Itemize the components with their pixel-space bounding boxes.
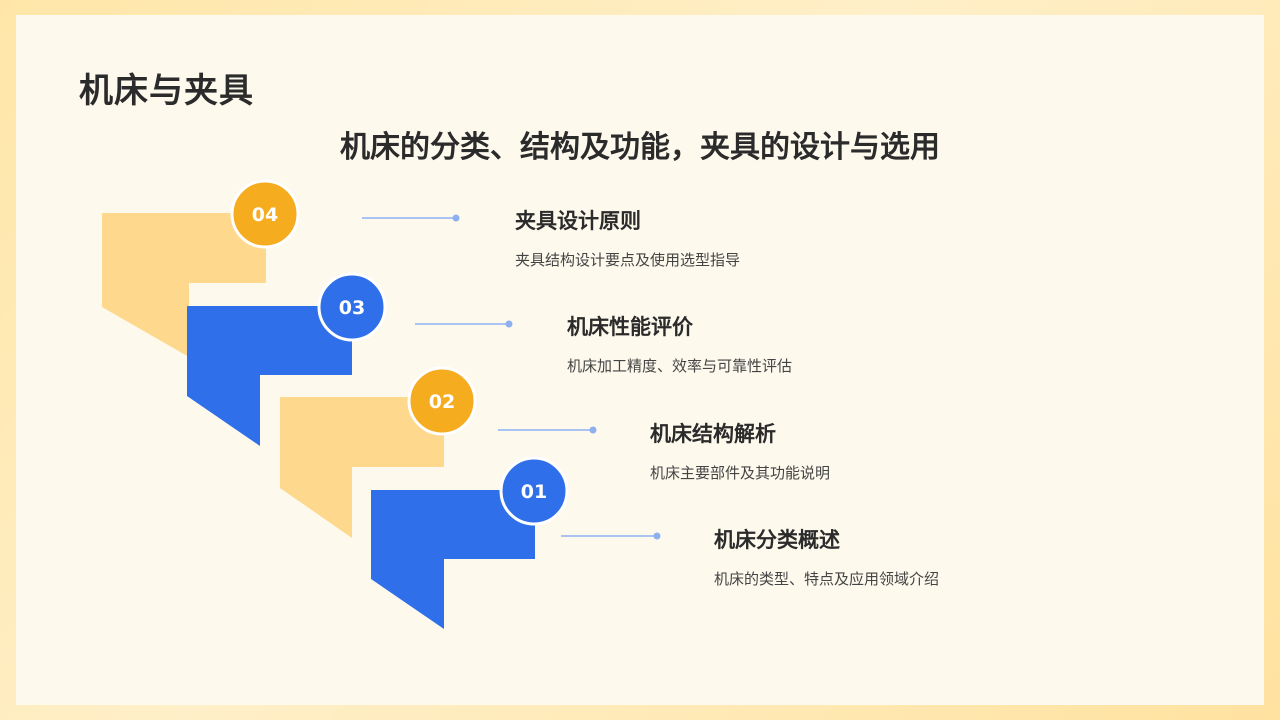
badge-number-01: 01: [521, 481, 547, 503]
badge-03: 03: [317, 272, 387, 342]
badge-number-02: 02: [429, 391, 455, 413]
step-title: 夹具设计原则: [515, 209, 641, 233]
badge-01: 01: [499, 456, 569, 526]
connector-dot-01: [653, 532, 661, 540]
step-description: 夹具结构设计要点及使用选型指导: [515, 251, 741, 269]
badge-number-03: 03: [339, 297, 365, 319]
step-flag-01: [371, 490, 535, 629]
step-flag-02: [280, 397, 444, 538]
badge-04: 04: [230, 179, 300, 249]
badge-02: 02: [407, 366, 477, 436]
step-description: 机床的类型、特点及应用领域介绍: [714, 570, 940, 588]
step-shape-04: [102, 213, 460, 357]
step-text-03: 机床性能评价 机床加工精度、效率与可靠性评估: [567, 311, 792, 376]
slide-subtitle: 机床的分类、结构及功能，夹具的设计与选用: [340, 130, 940, 165]
step-title: 机床结构解析: [650, 422, 776, 446]
connector-dot-04: [452, 214, 460, 222]
badge-number-04: 04: [252, 204, 278, 226]
step-title: 机床分类概述: [714, 528, 840, 552]
staircase-diagram: 04 03 02 01: [102, 179, 661, 629]
step-flag-04: [102, 213, 266, 357]
step-title: 机床性能评价: [567, 315, 693, 339]
step-text-01: 机床分类概述 机床的类型、特点及应用领域介绍: [714, 524, 939, 589]
step-description: 机床加工精度、效率与可靠性评估: [567, 357, 793, 375]
step-text-04: 夹具设计原则 夹具结构设计要点及使用选型指导: [515, 205, 740, 270]
page-title: 机床与夹具: [79, 71, 254, 111]
step-shape-03: [187, 306, 513, 446]
step-description: 机床主要部件及其功能说明: [650, 464, 831, 482]
step-flag-03: [187, 306, 352, 446]
connector-dot-02: [589, 426, 597, 434]
step-text-02: 机床结构解析 机床主要部件及其功能说明: [650, 418, 830, 483]
connector-dot-03: [505, 320, 513, 328]
step-shape-01: [371, 490, 661, 629]
step-shape-02: [280, 397, 597, 538]
